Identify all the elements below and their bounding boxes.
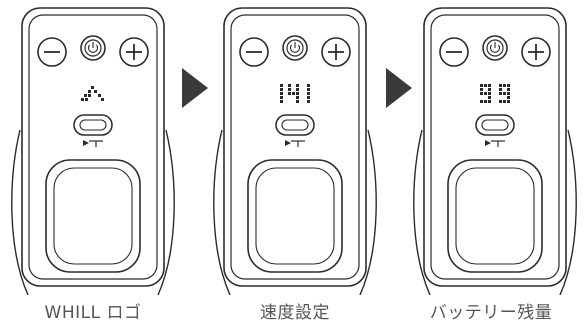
controller-panel-speed bbox=[210, 0, 380, 295]
indicator-icon bbox=[485, 140, 505, 147]
display-battery bbox=[480, 84, 510, 103]
minus-icon[interactable] bbox=[439, 37, 469, 67]
joystick[interactable] bbox=[45, 159, 141, 273]
caption-logo: WHILL ロゴ bbox=[44, 303, 142, 323]
indicator-icon bbox=[83, 140, 103, 147]
power-icon[interactable] bbox=[282, 35, 308, 61]
play-arrow-icon bbox=[182, 68, 208, 108]
controller-body bbox=[223, 7, 367, 287]
caption-battery: バッテリー残量 bbox=[429, 303, 553, 323]
indicator-icon bbox=[285, 140, 305, 147]
minus-icon[interactable] bbox=[239, 37, 269, 67]
play-arrow-icon bbox=[386, 68, 412, 108]
controller-illustration bbox=[413, 7, 577, 295]
mode-button[interactable] bbox=[73, 114, 113, 136]
controller-body bbox=[21, 7, 165, 287]
joystick[interactable] bbox=[447, 159, 543, 273]
display-logo bbox=[81, 86, 104, 101]
power-icon[interactable] bbox=[80, 35, 106, 61]
plus-icon[interactable] bbox=[119, 37, 149, 67]
joystick[interactable] bbox=[247, 159, 343, 273]
controller-panel-battery bbox=[410, 0, 580, 295]
minus-icon[interactable] bbox=[37, 37, 67, 67]
power-icon[interactable] bbox=[482, 35, 508, 61]
controller-illustration bbox=[11, 7, 175, 295]
plus-icon[interactable] bbox=[521, 37, 551, 67]
controller-illustration bbox=[213, 7, 377, 295]
plus-icon[interactable] bbox=[321, 37, 351, 67]
controller-body bbox=[423, 7, 567, 287]
display-speed bbox=[280, 84, 310, 103]
mode-button[interactable] bbox=[475, 114, 515, 136]
mode-button[interactable] bbox=[275, 114, 315, 136]
caption-speed: 速度設定 bbox=[260, 303, 330, 323]
controller-panel-logo bbox=[8, 0, 178, 295]
